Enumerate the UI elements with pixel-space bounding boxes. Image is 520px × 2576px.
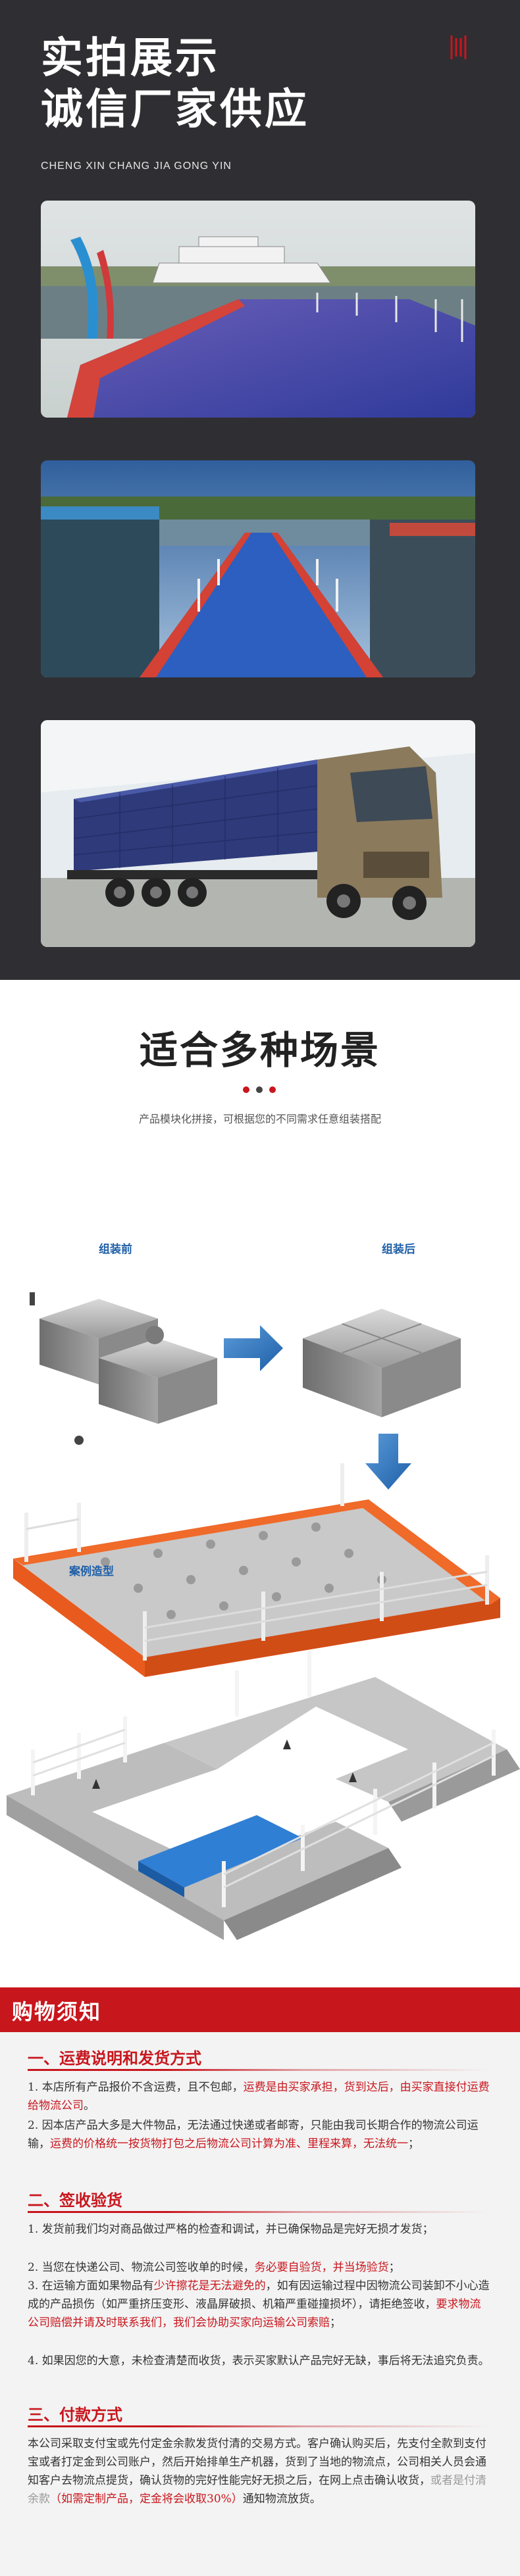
paragraph-segment: 1. 发货前我们均对商品做过严格的检查和调试，并已确保物品是完好无损才发货； <box>28 2223 434 2236</box>
inspection-paragraph-1: 1. 发货前我们均对商品做过严格的检查和调试，并已确保物品是完好无损才发货； <box>28 2220 492 2239</box>
showcase-section: 实拍展示 诚信厂家供应 CHENG XIN CHANG JIA GONG YIN <box>0 0 520 980</box>
label-after-assembly: 组装后 <box>382 1243 415 1256</box>
scenes-description: 产品模块化拼接，可根据您的不同需求任意组装搭配 <box>138 1113 381 1125</box>
section-heading-inspection: 二、签收验货 <box>28 2191 122 2210</box>
paragraph-segment: ； <box>388 2261 400 2274</box>
paragraph-segment: 1. 本店所有产品报价不含运费，且不包邮， <box>28 2081 244 2094</box>
paragraph-segment: 或者是付清余款 <box>28 2474 486 2506</box>
inspection-paragraph-2: 2. 当您在快递公司、物流公司签收单的时候，务必要自验货，并当场验货； <box>28 2258 492 2277</box>
title-divider-dots <box>240 1085 280 1094</box>
assembly-diagram <box>7 1292 520 1940</box>
paragraph-segment: 2. 当您在快递公司、物流公司签收单的时候， <box>28 2261 255 2274</box>
paragraph-segment: ； <box>330 2316 341 2329</box>
payment-paragraph: 本公司采取支付宝或先付定金余款发货付清的交易方式。客户确认购买后，先支付全款到支… <box>28 2435 492 2508</box>
section-heading-shipping: 一、运费说明和发货方式 <box>28 2049 201 2068</box>
section-divider <box>28 2211 488 2213</box>
showcase-title-line1: 实拍展示 <box>41 34 220 83</box>
showcase-title: 实拍展示 诚信厂家供应 <box>41 33 309 135</box>
brand-logo-icon <box>450 36 467 59</box>
paragraph-segment: 4. 如果因您的大意，未检查清楚而收货，表示买家默认产品完好无缺，事后将无法追究… <box>28 2354 490 2368</box>
section-divider <box>28 2425 488 2427</box>
paragraph-segment: ； <box>408 2137 419 2151</box>
paragraph-segment: 运费的价格统一按货物打包之后物流公司计算为准、里程来算，无法统一 <box>50 2137 408 2151</box>
section-heading-payment: 三、付款方式 <box>28 2406 122 2424</box>
paragraph-segment: 务必要自验货，并当场验货 <box>254 2261 389 2274</box>
notice-title: 购物须知 <box>12 1999 102 2024</box>
dock-photo-1 <box>41 201 475 418</box>
inspection-paragraph-4: 4. 如果因您的大意，未检查清楚而收货，表示买家默认产品完好无缺，事后将无法追究… <box>28 2352 492 2370</box>
arrow-right-icon <box>224 1325 283 1371</box>
case-platform <box>13 1463 500 1677</box>
dock-photo-2 <box>41 460 475 677</box>
notice-body <box>0 2032 520 2576</box>
paragraph-segment: 通知物流放货。 <box>242 2492 321 2506</box>
divider-dot <box>243 1086 249 1093</box>
u-shaped-dock <box>7 1651 520 1940</box>
label-case-shape: 案例造型 <box>69 1565 114 1578</box>
paragraph-segment: 。 <box>84 2099 95 2112</box>
label-before-assembly: 组装前 <box>99 1243 132 1256</box>
notice-header: 购物须知 <box>0 1987 520 2032</box>
divider-dot <box>256 1086 263 1093</box>
paragraph-segment: 3. 在运输方面如果物品有 <box>28 2279 154 2293</box>
inspection-paragraph-3: 3. 在运输方面如果物品有少许擦花是无法避免的，如有因运输过程中因物流公司装卸不… <box>28 2277 492 2332</box>
section-divider <box>28 2069 488 2071</box>
paragraph-segment: 运费是由买家承担，货到达后，由买家直接付运费给物流公司 <box>28 2081 490 2112</box>
shipping-paragraph-1: 1. 本店所有产品报价不含运费，且不包邮，运费是由买家承担，货到达后，由买家直接… <box>28 2078 492 2115</box>
paragraph-segment: 2. 因本店产品大多是大件物品，无法通过快递或者邮寄，只能由我司长期合作的物流公… <box>28 2119 479 2151</box>
arrow-down-icon <box>365 1434 411 1490</box>
paragraph-segment: 本公司采取支付宝或先付定金余款发货付清的交易方式。客户确认购买后，先支付全款到支… <box>28 2437 486 2487</box>
floats-after-assembly <box>303 1309 461 1417</box>
showcase-title-line2: 诚信厂家供应 <box>41 85 309 134</box>
truck-photo <box>41 720 475 947</box>
paragraph-segment: 少许擦花是无法避免的 <box>153 2279 266 2293</box>
divider-dot <box>269 1086 276 1093</box>
paragraph-segment: ，如有因运输过程中因物流公司装卸不小心造成的产品损伤（如严重挤压变形、液晶屏破损… <box>28 2279 490 2311</box>
paragraph-segment: （如需定制产品，定金将会收取30%） <box>50 2492 243 2506</box>
showcase-subtitle: CHENG XIN CHANG JIA GONG YIN <box>41 160 232 172</box>
scenes-title: 适合多种场景 <box>139 1028 380 1073</box>
shipping-paragraph-2: 2. 因本店产品大多是大件物品，无法通过快递或者邮寄，只能由我司长期合作的物流公… <box>28 2116 492 2153</box>
floats-before-assembly <box>30 1292 217 1445</box>
paragraph-segment: 要求物流公司赔偿并请及时联系我们，我们会协助买家向运输公司索赔 <box>28 2298 481 2329</box>
